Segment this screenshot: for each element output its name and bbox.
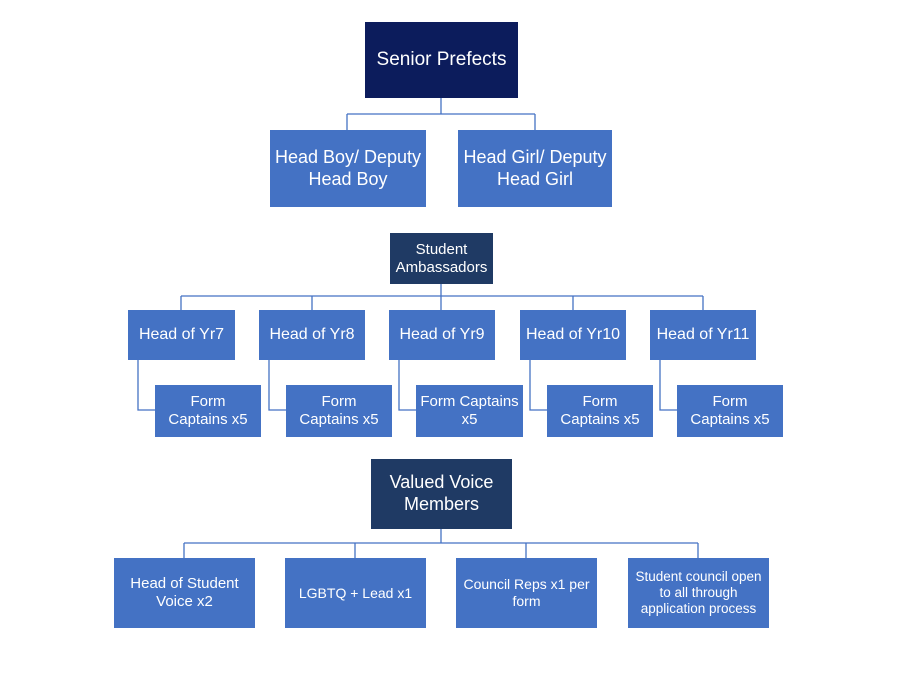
- head-of-year-label: Head of Yr8: [269, 326, 355, 344]
- connector-student-ambassadors: [180, 284, 704, 310]
- connector-yr7: [137, 360, 155, 411]
- senior-prefects-box: Senior Prefects: [365, 22, 518, 98]
- form-captains-label: Form Captains x5: [299, 393, 379, 428]
- connector-yr10: [529, 360, 547, 411]
- form-captains-label: Form Captains x5: [168, 393, 248, 428]
- form-captains-label: Form Captains x5: [420, 393, 519, 428]
- connector-senior-prefects: [346, 98, 536, 130]
- senior-prefects-label: Senior Prefects: [376, 48, 507, 70]
- head-of-year-label: Head of Yr7: [138, 326, 225, 344]
- form-captains-label: Form Captains x5: [690, 393, 770, 428]
- voice-role-box: LGBTQ + Lead x1: [285, 558, 426, 628]
- voice-role-label: Head of Student Voice x2: [130, 575, 239, 610]
- voice-role-box: Head of Student Voice x2: [114, 558, 255, 628]
- head-girl-label: Head Girl/ Deputy Head Girl: [463, 146, 607, 189]
- valued-voice-box: Valued Voice Members: [371, 459, 512, 529]
- voice-role-label: Student council open to all through appl…: [635, 568, 762, 617]
- head-of-year-box: Head of Yr10: [520, 310, 626, 360]
- form-captains-box: Form Captains x5: [677, 385, 783, 437]
- student-ambassadors-label: Student Ambassadors: [395, 240, 488, 276]
- head-of-year-label: Head of Yr11: [656, 326, 750, 344]
- head-of-year-box: Head of Yr7: [128, 310, 235, 360]
- connector-valued-voice: [183, 529, 699, 558]
- voice-role-label: Council Reps x1 per form: [463, 576, 590, 609]
- form-captains-box: Form Captains x5: [286, 385, 392, 437]
- head-of-year-label: Head of Yr9: [399, 326, 485, 344]
- head-of-year-box: Head of Yr9: [389, 310, 495, 360]
- connector-yr9: [398, 360, 416, 411]
- form-captains-label: Form Captains x5: [560, 393, 640, 428]
- head-boy-box: Head Boy/ Deputy Head Boy: [270, 130, 426, 207]
- head-of-year-label: Head of Yr10: [526, 326, 620, 344]
- form-captains-box: Form Captains x5: [547, 385, 653, 437]
- student-ambassadors-box: Student Ambassadors: [390, 233, 493, 284]
- form-captains-box: Form Captains x5: [416, 385, 523, 437]
- voice-role-label: LGBTQ + Lead x1: [298, 584, 413, 601]
- connector-yr8: [268, 360, 286, 411]
- head-of-year-box: Head of Yr8: [259, 310, 365, 360]
- valued-voice-label: Valued Voice Members: [389, 472, 494, 514]
- head-boy-label: Head Boy/ Deputy Head Boy: [274, 146, 422, 189]
- head-girl-box: Head Girl/ Deputy Head Girl: [458, 130, 612, 207]
- connector-yr11: [659, 360, 677, 411]
- voice-role-box: Council Reps x1 per form: [456, 558, 597, 628]
- voice-role-box: Student council open to all through appl…: [628, 558, 769, 628]
- form-captains-box: Form Captains x5: [155, 385, 261, 437]
- head-of-year-box: Head of Yr11: [650, 310, 756, 360]
